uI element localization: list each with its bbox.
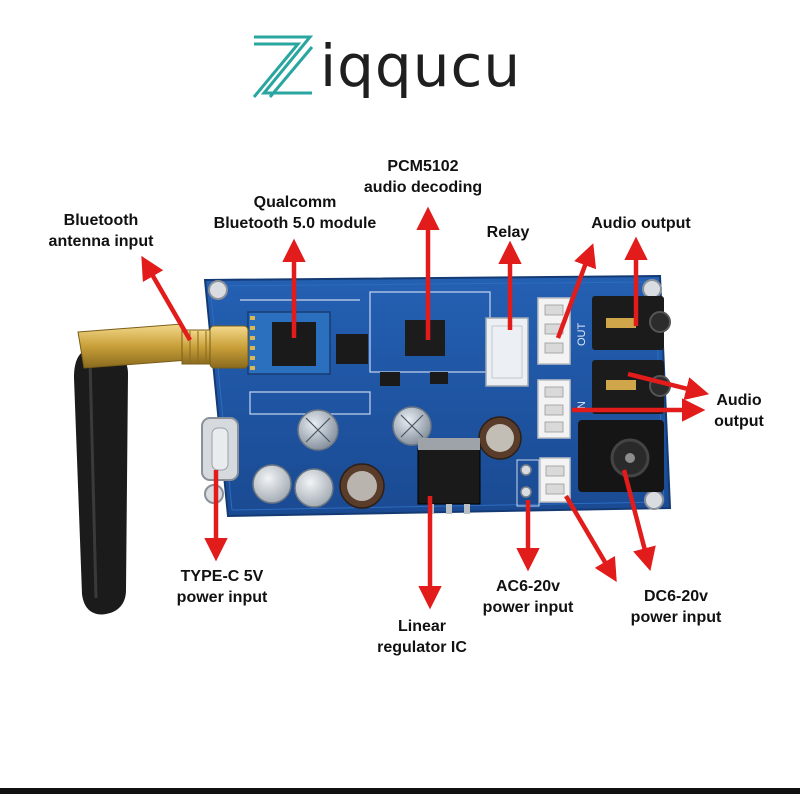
arrow-dc-right — [621, 469, 656, 572]
label-dc-power: DC6-20v power input — [630, 588, 722, 626]
silk-out: OUT — [576, 323, 588, 347]
small-chips — [336, 320, 448, 386]
arrow-bt-antenna — [141, 255, 192, 342]
arrow-audio-right-upper — [627, 371, 710, 400]
label-audio-output-top: Audio output — [591, 215, 691, 232]
label-bluetooth-antenna: Bluetooth antenna input — [48, 212, 154, 250]
bottom-rule — [0, 788, 800, 794]
label-typec-power: TYPE-C 5V power input — [176, 568, 268, 606]
label-audio-output-right: Audio output — [714, 392, 764, 430]
label-pcm5102: PCM5102 audio decoding — [363, 158, 483, 196]
brand-logo: iqqucu — [250, 18, 521, 114]
mounting-holes — [204, 279, 664, 510]
label-qualcomm-module: Qualcomm Bluetooth 5.0 module — [213, 194, 377, 232]
bluetooth-module — [247, 311, 331, 375]
label-ac-power: AC6-20v power input — [482, 578, 574, 616]
linear-regulator — [417, 438, 481, 514]
relay — [485, 317, 529, 387]
arrow-dc-left — [564, 494, 617, 583]
audio-jack-top — [592, 296, 671, 350]
arrow-audio-out-left — [555, 243, 597, 339]
brand-name: iqqucu — [320, 32, 522, 100]
ac-terminals — [520, 464, 532, 498]
capacitors — [252, 406, 522, 509]
silk-in: IN — [576, 401, 588, 412]
usb-typec-port — [201, 417, 239, 481]
dc-barrel-jack — [578, 420, 664, 492]
antenna — [74, 323, 249, 615]
label-linear-regulator: Linear regulator IC — [377, 618, 467, 656]
label-relay: Relay — [486, 224, 530, 241]
brand-z-mark — [252, 35, 314, 98]
